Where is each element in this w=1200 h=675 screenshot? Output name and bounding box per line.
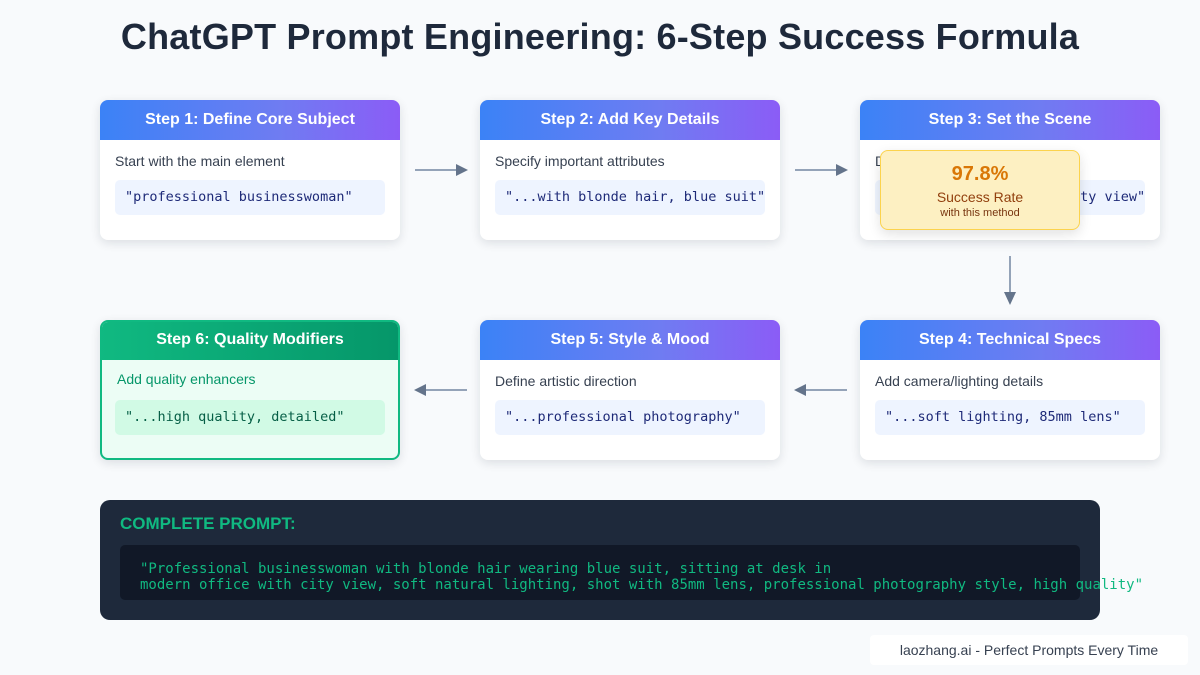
- step-4-description: Add camera/lighting details: [875, 373, 1044, 389]
- step-4-example: "...soft lighting, 85mm lens": [875, 400, 1145, 435]
- step-5-example: "...professional photography": [495, 400, 765, 435]
- success-rate-value: 97.8%: [951, 163, 1009, 185]
- step-1-card: Step 1: Define Core Subject Start with t…: [100, 100, 400, 240]
- step-5-title: Step 5: Style & Mood: [480, 320, 780, 360]
- step-2-example: "...with blonde hair, blue suit": [495, 180, 765, 215]
- complete-prompt-line-1: "Professional businesswoman with blonde …: [140, 561, 832, 577]
- arrow-right-icon: [795, 164, 848, 176]
- arrow-left-icon: [414, 384, 467, 396]
- step-6-example: "...high quality, detailed": [115, 400, 385, 435]
- success-rate-sublabel: with this method: [940, 207, 1020, 219]
- step-1-description: Start with the main element: [115, 153, 285, 169]
- step-6-title: Step 6: Quality Modifiers: [102, 322, 398, 360]
- complete-prompt-panel: COMPLETE PROMPT: "Professional businessw…: [100, 500, 1144, 620]
- page-title: ChatGPT Prompt Engineering: 6-Step Succe…: [120, 16, 1080, 57]
- complete-prompt-code: "Professional businesswoman with blonde …: [120, 545, 1144, 600]
- step-4-card: Step 4: Technical Specs Add camera/light…: [860, 320, 1160, 460]
- arrow-down-icon: [1004, 256, 1016, 305]
- arrow-right-icon: [415, 164, 468, 176]
- step-6-description: Add quality enhancers: [117, 371, 256, 387]
- complete-prompt-line-2: modern office with city view, soft natur…: [140, 577, 1144, 593]
- step-1-title: Step 1: Define Core Subject: [100, 100, 400, 140]
- step-3-title: Step 3: Set the Scene: [860, 100, 1160, 140]
- step-5-description: Define artistic direction: [495, 373, 637, 389]
- success-rate-label: Success Rate: [936, 189, 1024, 205]
- footer-credit: laozhang.ai - Perfect Prompts Every Time: [870, 635, 1188, 665]
- step-2-card: Step 2: Add Key Details Specify importan…: [480, 100, 780, 240]
- success-rate-badge: 97.8% Success Rate with this method: [880, 150, 1080, 230]
- step-1-example: "professional businesswoman": [115, 180, 385, 215]
- complete-prompt-heading: COMPLETE PROMPT:: [120, 514, 296, 533]
- step-2-description: Specify important attributes: [495, 153, 665, 169]
- step-4-title: Step 4: Technical Specs: [860, 320, 1160, 360]
- step-6-card: Step 6: Quality Modifiers Add quality en…: [100, 320, 400, 460]
- arrow-left-icon: [794, 384, 847, 396]
- step-5-card: Step 5: Style & Mood Define artistic dir…: [480, 320, 780, 460]
- step-2-title: Step 2: Add Key Details: [480, 100, 780, 140]
